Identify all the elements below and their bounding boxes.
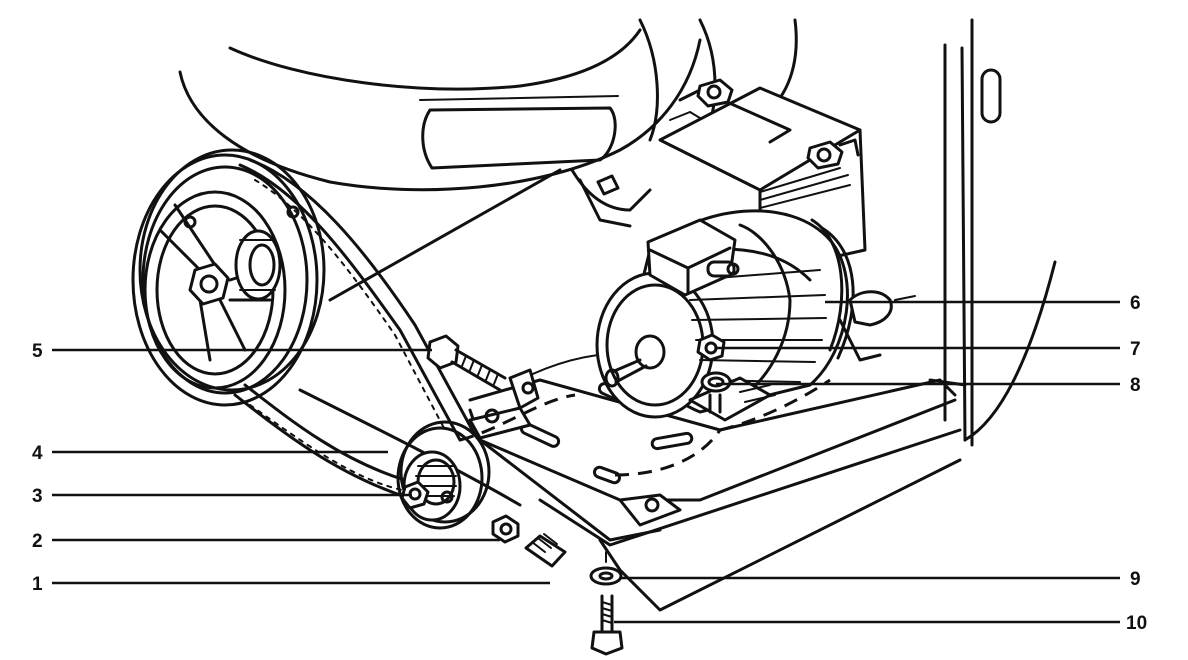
set-screw — [524, 533, 567, 568]
callout-9: 9 — [1130, 569, 1141, 590]
callout-leaders — [52, 300, 1120, 624]
base-slot — [592, 465, 622, 485]
callout-4: 4 — [32, 443, 43, 464]
motor-shaft — [604, 334, 666, 388]
swing-path — [459, 393, 576, 442]
callout-labels: 1 2 3 4 5 6 7 8 9 10 — [32, 293, 1147, 634]
frame-panel — [928, 18, 1057, 447]
callout-8: 8 — [1130, 375, 1141, 396]
base-slot — [650, 431, 694, 451]
callout-10: 10 — [1126, 613, 1147, 634]
adjuster-bolt — [426, 334, 507, 392]
large-pulley-hub-nut — [188, 262, 230, 306]
motor-pulley-set-screw — [400, 480, 430, 510]
callout-7: 7 — [1130, 339, 1141, 360]
gearbox-front-nut — [806, 140, 844, 170]
large-pulley — [131, 148, 326, 407]
gearbox-top-nut — [696, 78, 734, 108]
adjuster-bracket — [468, 368, 540, 440]
frame-slot — [980, 68, 1002, 124]
gearbox — [570, 78, 867, 262]
hex-nut — [491, 514, 520, 544]
v-belt — [233, 158, 477, 497]
washer — [589, 566, 623, 586]
callout-5: 5 — [32, 341, 43, 362]
motor-terminal-box — [646, 218, 740, 297]
motor-end-bracket — [838, 290, 916, 362]
callout-1: 1 — [32, 574, 43, 595]
drum-housing — [178, 18, 798, 192]
bottom-bolt — [590, 594, 624, 656]
motor-mounting-foot — [688, 371, 776, 422]
motor-pulley — [396, 420, 491, 530]
swing-path — [719, 378, 831, 432]
callout-6: 6 — [1130, 293, 1141, 314]
callout-3: 3 — [32, 486, 43, 507]
large-pulley-bearing — [234, 229, 282, 301]
electric-motor — [595, 209, 916, 422]
callout-2: 2 — [32, 531, 43, 552]
